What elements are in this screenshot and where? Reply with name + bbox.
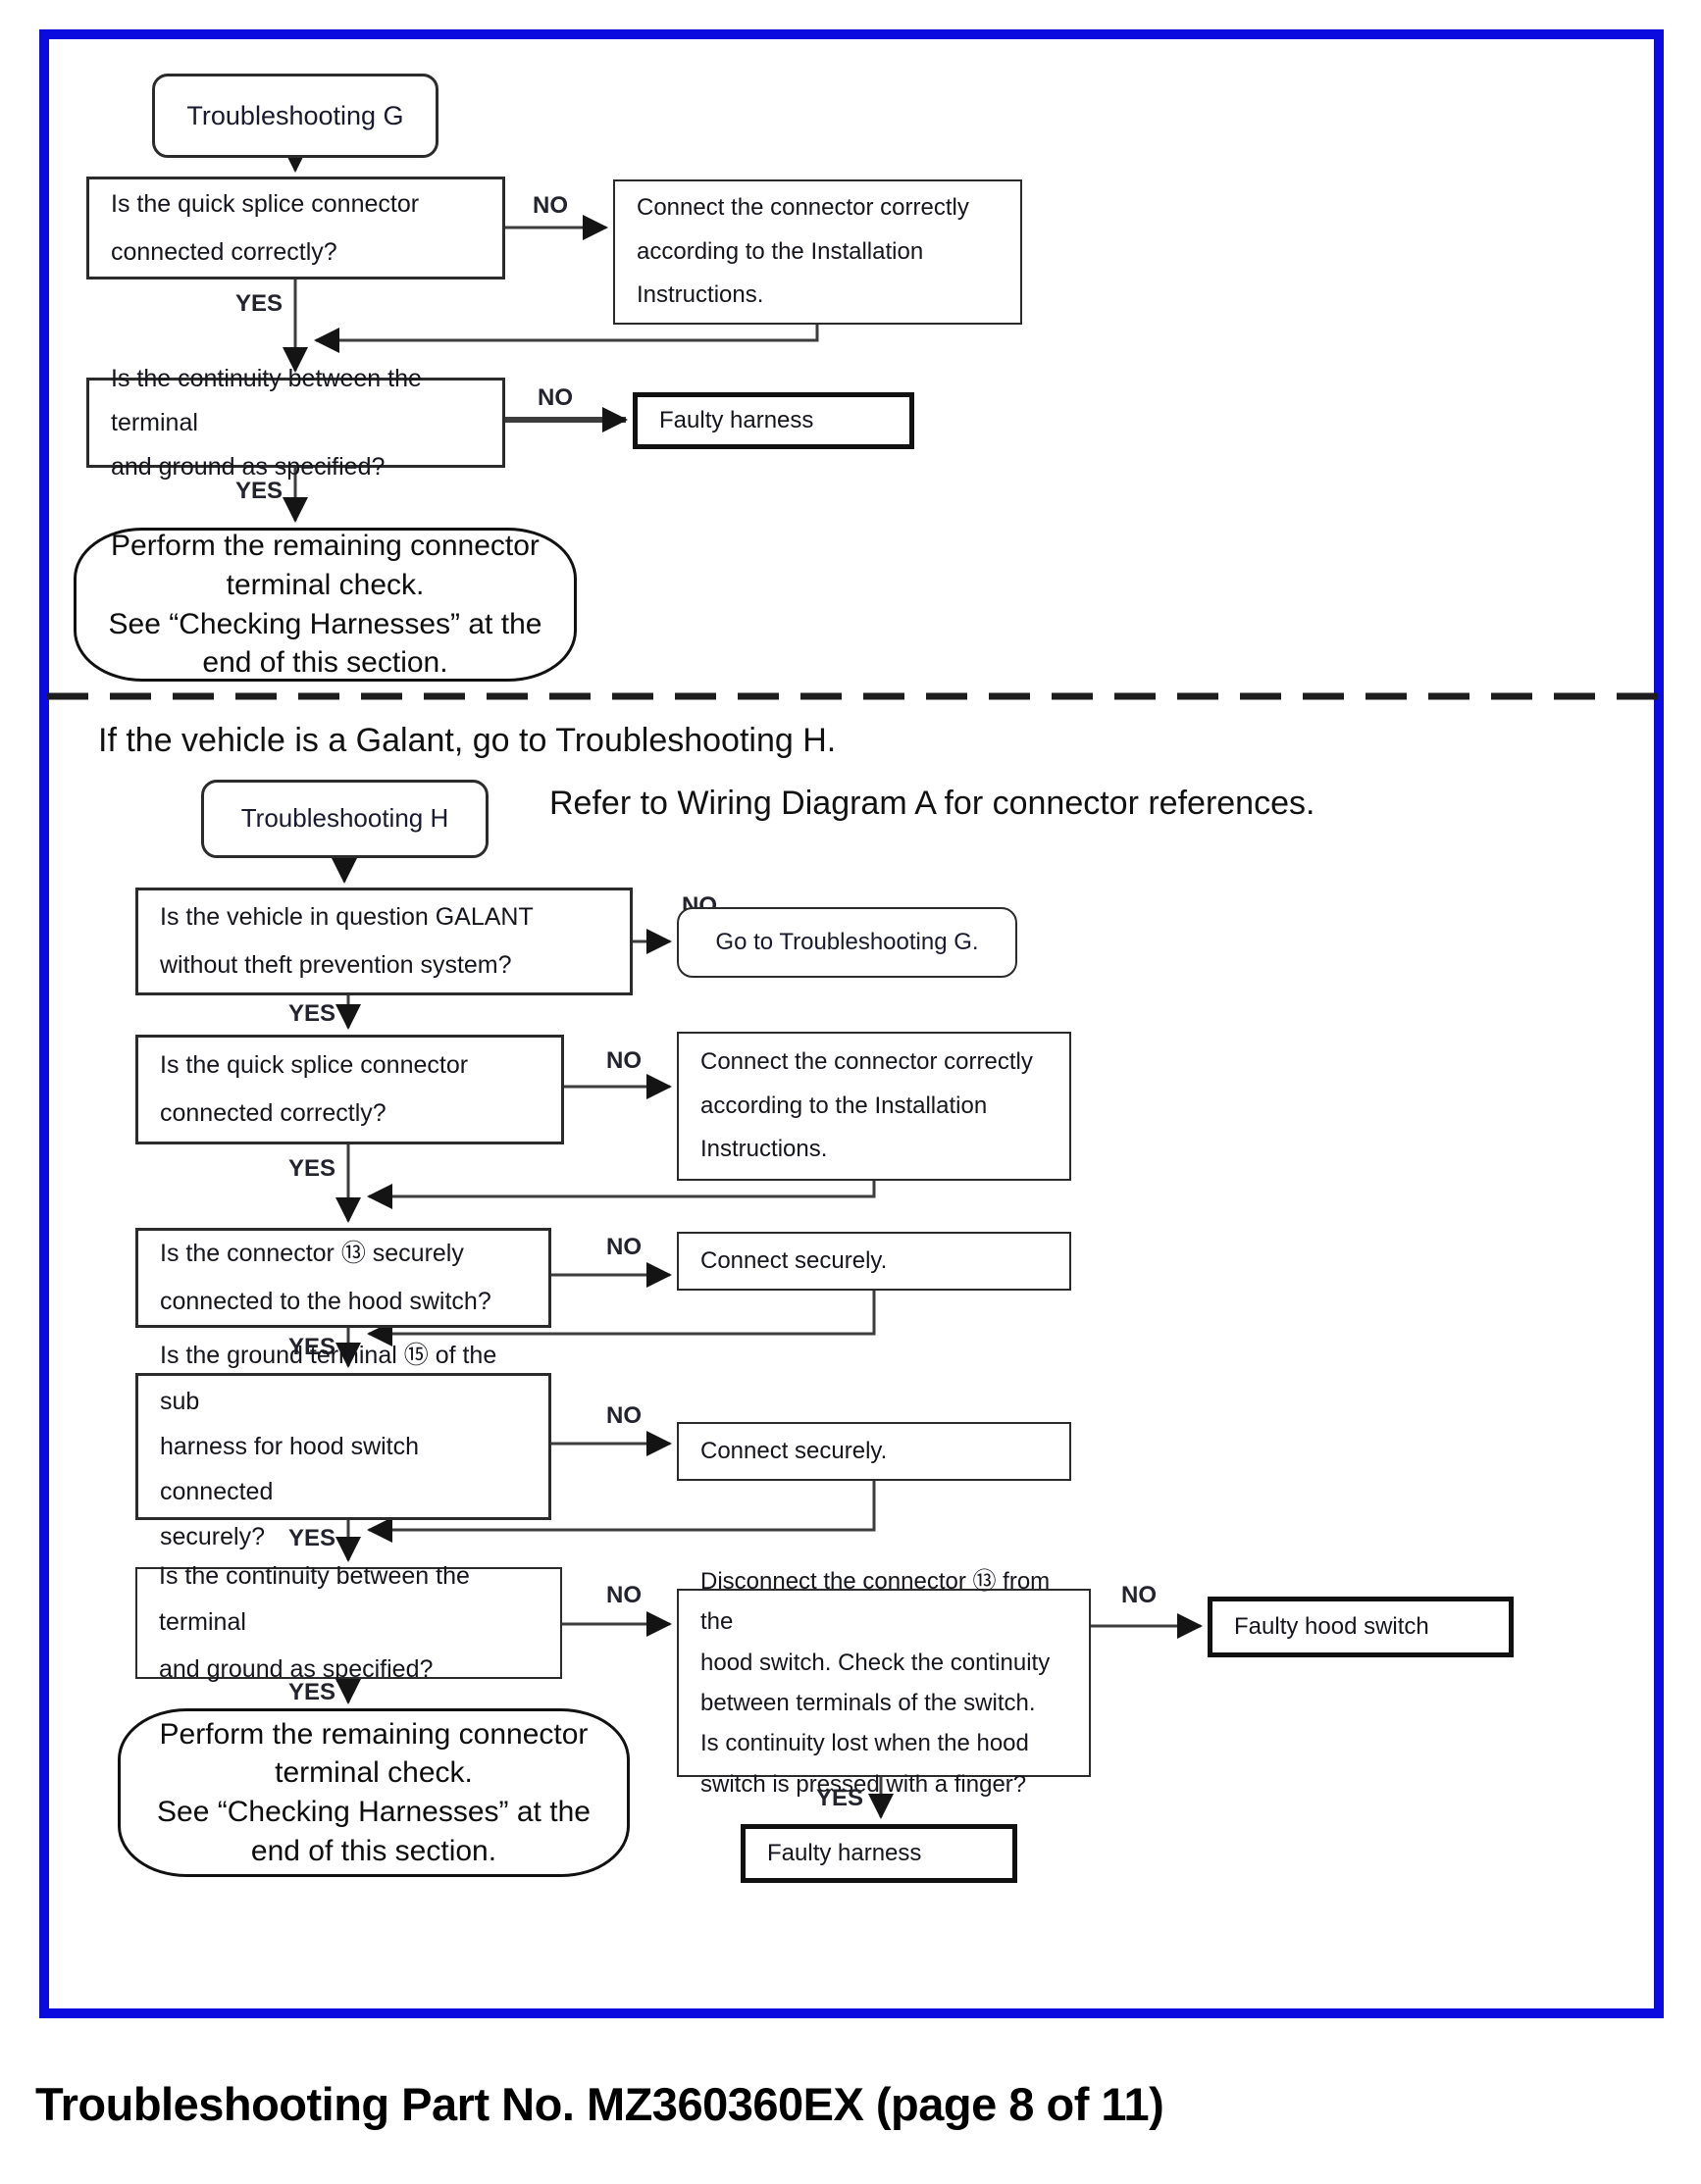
g-end-terminal-check-text: Perform the remaining connector terminal… xyxy=(108,530,542,680)
h-result-faulty-hood-switch: Faulty hood switch xyxy=(1208,1597,1514,1657)
g-result-faulty-harness: Faulty harness xyxy=(633,392,914,449)
h-result-connect-securely-1: Connect securely. xyxy=(677,1232,1071,1291)
h-result-disconnect-check-text: Disconnect the connector ⑬ from the hood… xyxy=(700,1568,1051,1798)
g-result-connect-installation-text: Connect the connector correctly accordin… xyxy=(637,194,969,309)
h-question-quick-splice-text: Is the quick splice connector connected … xyxy=(160,1051,469,1127)
g-question-continuity: Is the continuity between the terminal a… xyxy=(86,365,505,481)
g-no-label-1: NO xyxy=(533,192,568,219)
flowchart-g-title: Troubleshooting G xyxy=(186,100,404,130)
h-result-goto-g: Go to Troubleshooting G. xyxy=(677,907,1017,978)
g-question-continuity-text: Is the continuity between the terminal a… xyxy=(111,364,422,481)
wiring-diagram-note: Refer to Wiring Diagram A for connector … xyxy=(549,785,1315,822)
h-end-terminal-check: Perform the remaining connector terminal… xyxy=(118,1708,630,1877)
flowchart-h-start: Troubleshooting H xyxy=(201,780,489,858)
h-result-connect-installation: Connect the connector correctly accordin… xyxy=(677,1032,1071,1181)
h-yes-label-1: YES xyxy=(287,1000,335,1027)
g-question-quick-splice: Is the quick splice connector connected … xyxy=(86,177,505,279)
divider-note: If the vehicle is a Galant, go to Troubl… xyxy=(98,722,837,759)
h-yes-label-4: YES xyxy=(287,1525,335,1551)
h-question-connector-hood: Is the connector ⑬ securely connected to… xyxy=(135,1228,551,1328)
g-question-quick-splice-text: Is the quick splice connector connected … xyxy=(111,189,420,266)
flowchart-h-title: Troubleshooting H xyxy=(240,803,449,834)
g-yes-label-1: YES xyxy=(234,290,283,317)
h-question-ground-terminal: Is the ground terminal ⑮ of the sub harn… xyxy=(135,1342,551,1550)
h-question-ground-terminal-text: Is the ground terminal ⑮ of the sub harn… xyxy=(160,1342,497,1551)
h-question-continuity-text: Is the continuity between the terminal a… xyxy=(159,1561,470,1683)
h-no-label-3: NO xyxy=(606,1234,642,1260)
h-yes-label-3: YES xyxy=(287,1334,335,1360)
h-no-label-4: NO xyxy=(606,1402,642,1429)
h-end-terminal-check-text: Perform the remaining connector terminal… xyxy=(157,1717,591,1867)
h-result-disconnect-check: Disconnect the connector ⑬ from the hood… xyxy=(677,1568,1091,1798)
h-question-connector-hood-text: Is the connector ⑬ securely connected to… xyxy=(160,1240,491,1315)
h-result-connect-securely-1-text: Connect securely. xyxy=(700,1246,888,1274)
h-no-label-6: NO xyxy=(1121,1582,1157,1608)
h-result-connect-securely-2: Connect securely. xyxy=(677,1422,1071,1481)
flowchart-g-start: Troubleshooting G xyxy=(152,74,438,158)
h-question-galant: Is the vehicle in question GALANT withou… xyxy=(135,888,633,995)
page-caption: Troubleshooting Part No. MZ360360EX (pag… xyxy=(35,2078,1164,2130)
h-yes-label-5: YES xyxy=(287,1679,335,1705)
h-result-connect-installation-text: Connect the connector correctly accordin… xyxy=(700,1048,1033,1163)
h-result-faulty-harness-text: Faulty harness xyxy=(767,1839,922,1866)
g-result-faulty-harness-text: Faulty harness xyxy=(659,406,814,433)
h-result-faulty-hood-switch-text: Faulty hood switch xyxy=(1234,1612,1429,1640)
h-question-continuity: Is the continuity between the terminal a… xyxy=(135,1562,562,1683)
h-no-label-5: NO xyxy=(606,1582,642,1608)
h-result-faulty-harness: Faulty harness xyxy=(741,1824,1017,1883)
g-result-connect-installation: Connect the connector correctly accordin… xyxy=(613,179,1022,325)
h-no-label-2: NO xyxy=(606,1047,642,1074)
g-yes-label-2: YES xyxy=(234,478,283,504)
h-question-galant-text: Is the vehicle in question GALANT withou… xyxy=(160,903,534,979)
g-no-label-2: NO xyxy=(538,384,573,411)
h-question-quick-splice: Is the quick splice connector connected … xyxy=(135,1035,564,1144)
h-result-goto-g-text: Go to Troubleshooting G. xyxy=(715,928,979,955)
h-yes-label-6: YES xyxy=(815,1785,863,1811)
h-result-connect-securely-2-text: Connect securely. xyxy=(700,1437,888,1464)
h-yes-label-2: YES xyxy=(287,1155,335,1182)
g-end-terminal-check: Perform the remaining connector terminal… xyxy=(74,528,577,682)
